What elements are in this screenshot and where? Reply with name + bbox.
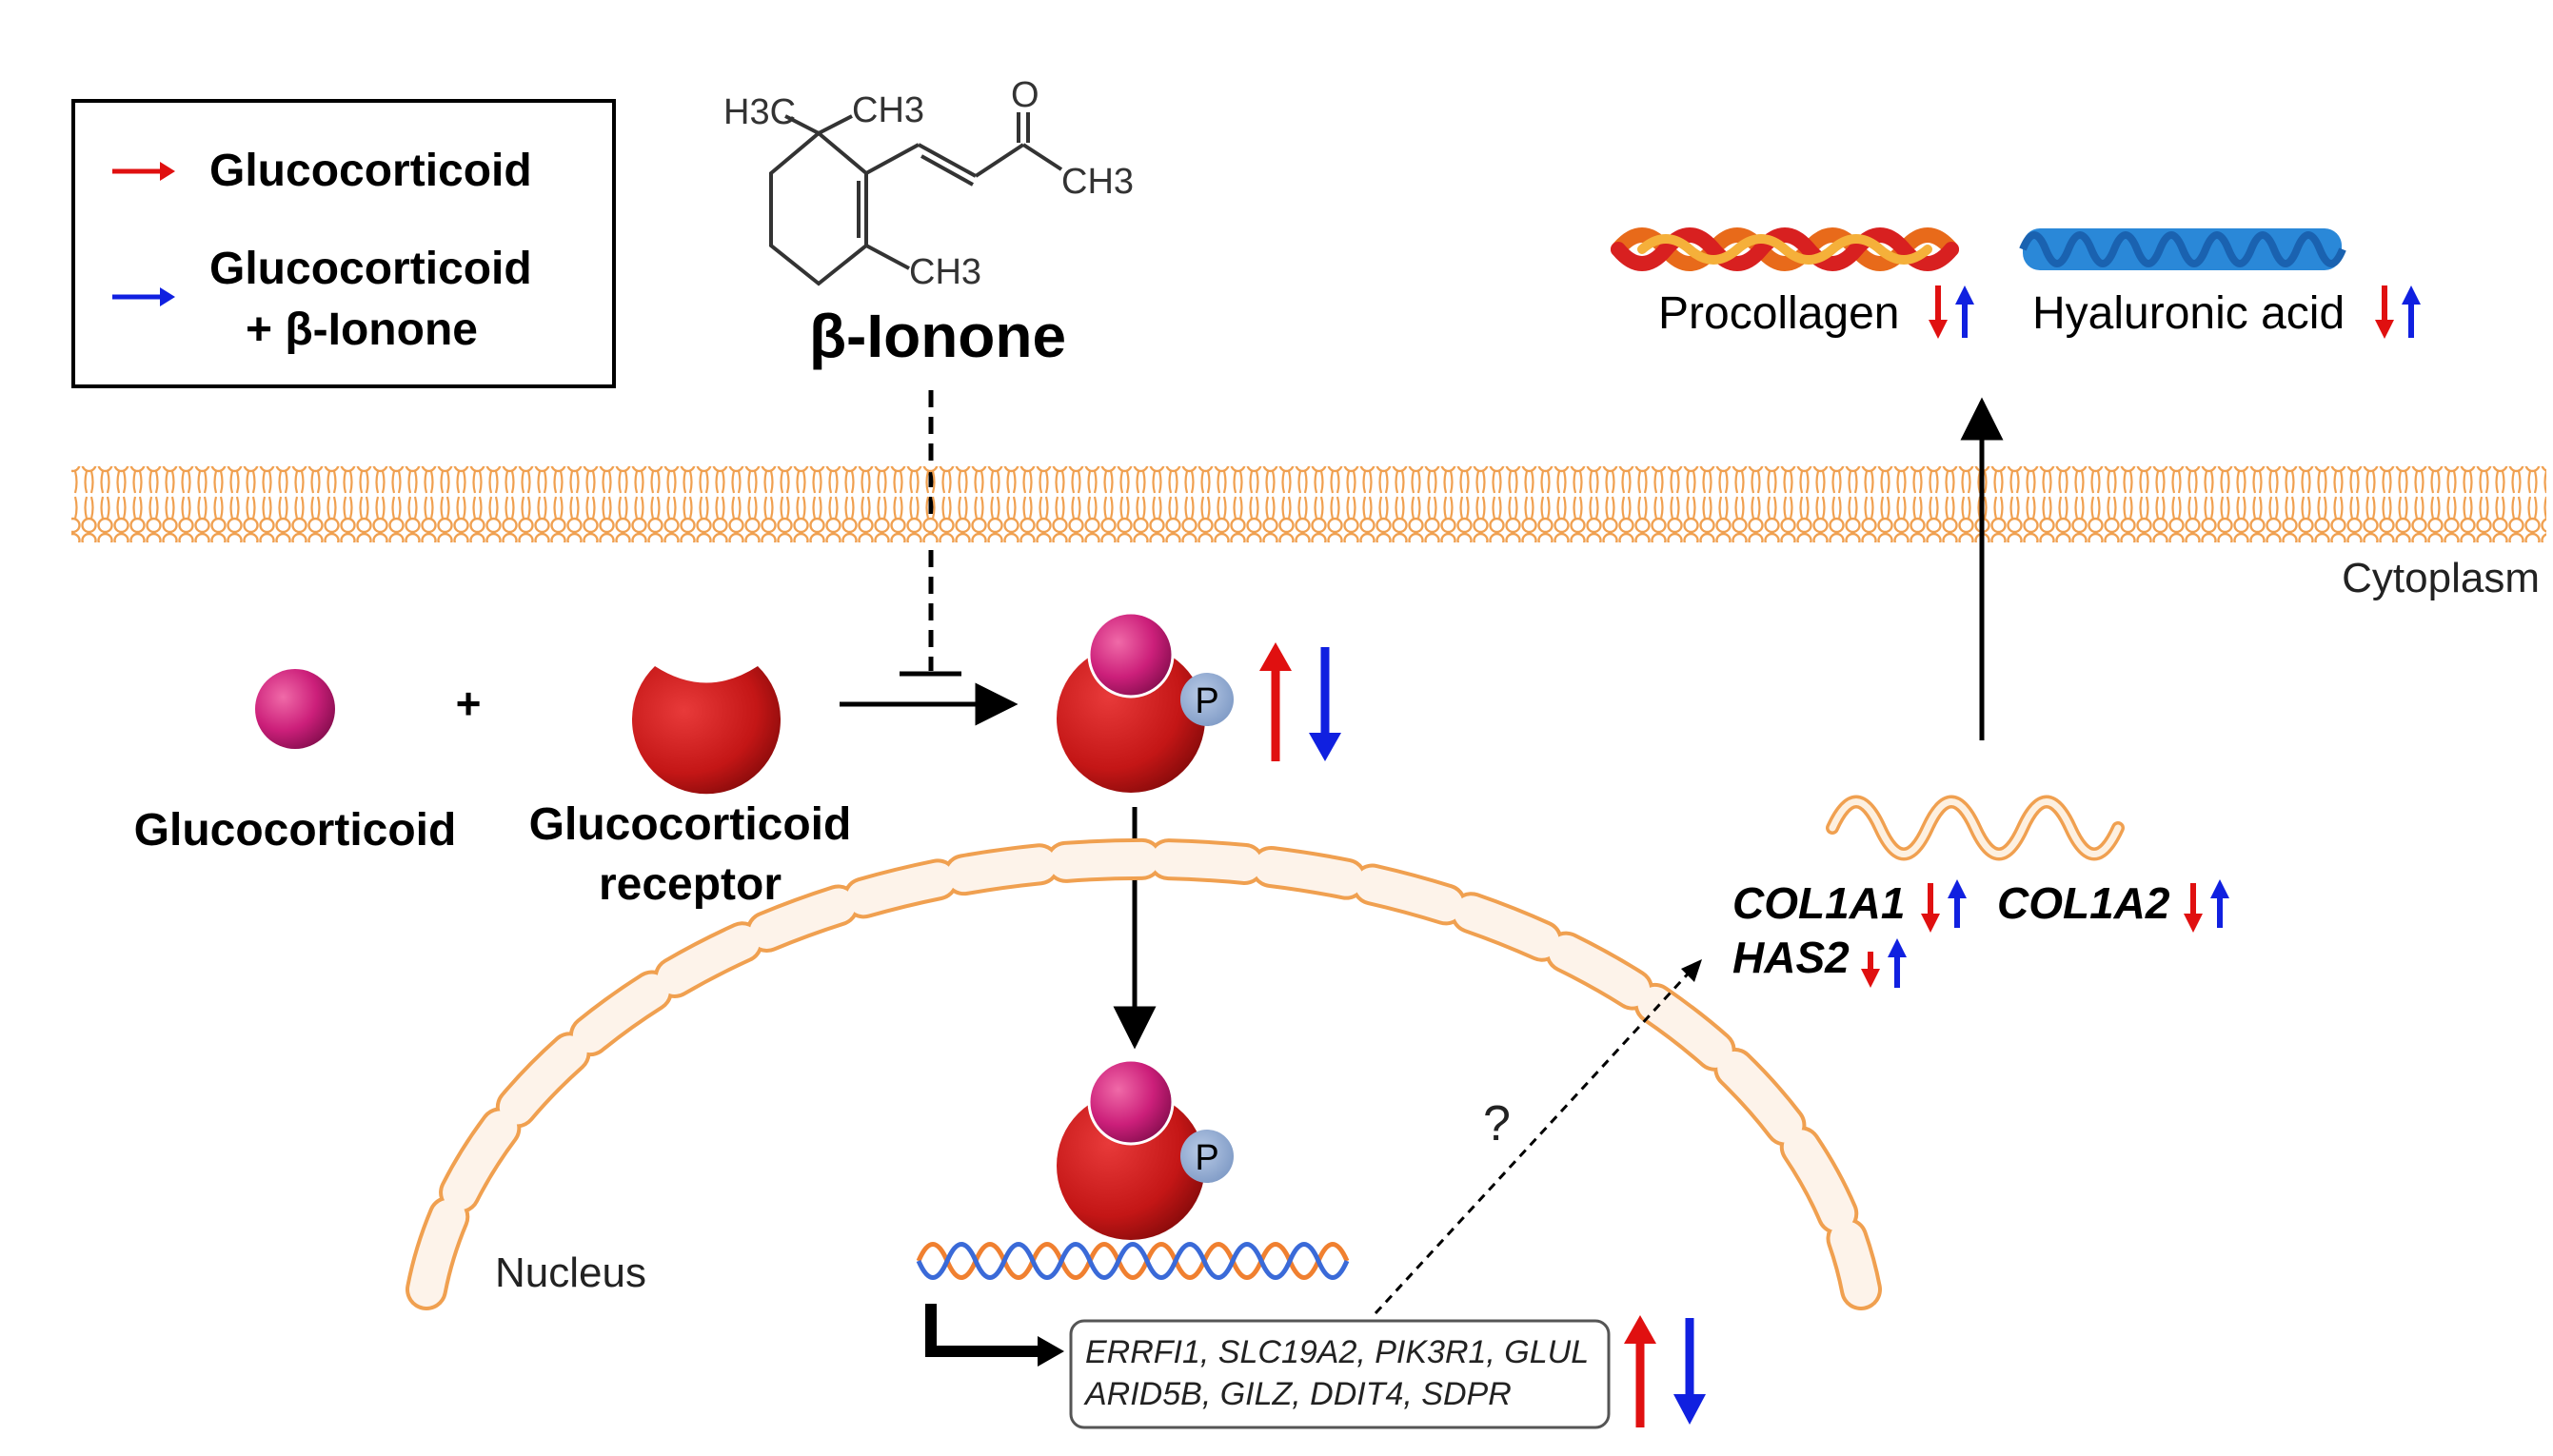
target-red-up-arrowhead	[1624, 1315, 1656, 1344]
dna-helix	[916, 1242, 1350, 1280]
uncertain-regulation-arrowhead	[1681, 959, 1702, 982]
beta-ionone-atoms: H3C CH3 O CH3 CH3 β-Ionone	[723, 75, 1134, 370]
phospho-group	[1180, 673, 1234, 726]
phospho-label-nucleus: P	[1195, 1138, 1218, 1178]
legend-red-arrowhead	[160, 162, 175, 181]
target-genes-line2: ARID5B, GILZ, DDIT4, SDPR	[1083, 1376, 1512, 1412]
collagen-strand-3	[1637, 234, 1932, 265]
atom-ch3-ring: CH3	[909, 252, 981, 292]
legend-item2-line2: + β-Ionone	[246, 305, 478, 355]
legend-item1-label: Glucocorticoid	[209, 146, 532, 196]
legend-blue-arrowhead	[160, 287, 175, 306]
ha-red-down-head	[2375, 320, 2394, 339]
gene-col1a2: COL1A2	[1997, 878, 2170, 928]
uncertain-regulation-arrow	[1374, 967, 1694, 1315]
glucocorticoid-label: Glucocorticoid	[134, 805, 457, 856]
legend: Glucocorticoid Glucocorticoid + β-Ionone	[71, 99, 616, 388]
bond-side3	[974, 143, 1025, 178]
has2-red-down-head	[1861, 969, 1880, 988]
ecm-genes: COL1A1 COL1A2 HAS2	[1732, 878, 2229, 988]
has2-blue-up-head	[1888, 938, 1907, 957]
bond-side1	[865, 143, 920, 175]
ha-blue-up-head	[2402, 285, 2421, 305]
hyaluronic-acid-chain	[2019, 228, 2346, 270]
procollagen-blue-up-head	[1955, 285, 1974, 305]
nucleus-label: Nucleus	[495, 1249, 646, 1296]
gene-col1a1: COL1A1	[1732, 878, 1905, 928]
bond-ch3-top	[818, 114, 853, 135]
nuclear-envelope-inner	[409, 841, 1878, 1307]
gene-has2: HAS2	[1732, 933, 1850, 982]
ligand-dna-bound	[1087, 1058, 1175, 1146]
bond-ch3-right	[1021, 143, 1063, 171]
phospho-gr-complex-nucleus: P	[1057, 1058, 1234, 1240]
col1a1-red-down-head	[1921, 914, 1940, 933]
dna-strand-1	[916, 1242, 1350, 1280]
procollagen-red-down-head	[1929, 320, 1948, 339]
atom-ch3-right: CH3	[1061, 162, 1134, 202]
transcription-arrow	[925, 1304, 1042, 1357]
cell-membrane	[71, 466, 2546, 542]
procollagen-label: Procollagen	[1658, 288, 1900, 339]
ligand-bound	[1087, 611, 1175, 698]
hyaluronic-acid-label: Hyaluronic acid	[2032, 288, 2345, 339]
mrna-inner	[1829, 798, 2122, 857]
phospho-group-nucleus	[1180, 1130, 1234, 1183]
phospho-gr-complex-cytoplasm: P	[1057, 611, 1234, 793]
atom-h3c: H3C	[723, 92, 796, 132]
bond-h3c	[784, 114, 820, 135]
receptor-label-line1: Glucocorticoid	[529, 799, 852, 850]
phospho-label: P	[1195, 681, 1218, 721]
col1a1-blue-up-head	[1948, 879, 1967, 898]
plus-sign: +	[456, 679, 482, 728]
legend-item2-line1: Glucocorticoid	[209, 244, 532, 294]
ha-chain-texture	[2019, 231, 2346, 267]
ring-bonds	[769, 130, 868, 286]
glucocorticoid-ligand	[255, 669, 335, 749]
dna-strand-2	[916, 1242, 1350, 1280]
col1a2-red-down-head	[2184, 914, 2203, 933]
complex-change-arrows	[1259, 642, 1341, 761]
bond-side2-double	[920, 154, 974, 187]
target-genes-change-arrows	[1624, 1315, 1706, 1427]
beta-ionone-label: β-Ionone	[809, 302, 1066, 370]
target-genes-line1: ERRFI1, SLC19A2, PIK3R1, GLUL	[1085, 1334, 1589, 1370]
receptor-label-line2: receptor	[599, 859, 782, 910]
glucocorticoid-receptor	[632, 666, 782, 795]
cytoplasm-label: Cytoplasm	[2342, 555, 2540, 601]
beta-ionone-structure	[769, 112, 1063, 286]
atom-ch3-top: CH3	[852, 90, 924, 130]
receptor-bound	[1057, 644, 1205, 793]
receptor-dna-bound	[1057, 1092, 1205, 1240]
bond-side2	[918, 143, 977, 178]
legend-box	[71, 99, 616, 388]
transcription-arrowhead	[1038, 1336, 1064, 1367]
blue-down-arrowhead	[1309, 733, 1341, 761]
target-blue-down-arrowhead	[1673, 1394, 1706, 1425]
target-genes-box	[1069, 1319, 1611, 1429]
question-mark: ?	[1483, 1096, 1511, 1151]
red-up-arrowhead	[1259, 642, 1292, 671]
collagen-strand-2	[1611, 227, 1959, 271]
bond-ch3-ring	[865, 244, 910, 270]
atom-oxygen: O	[1011, 75, 1039, 115]
procollagen-fiber	[1611, 227, 1959, 271]
col1a2-blue-up-head	[2210, 879, 2229, 898]
